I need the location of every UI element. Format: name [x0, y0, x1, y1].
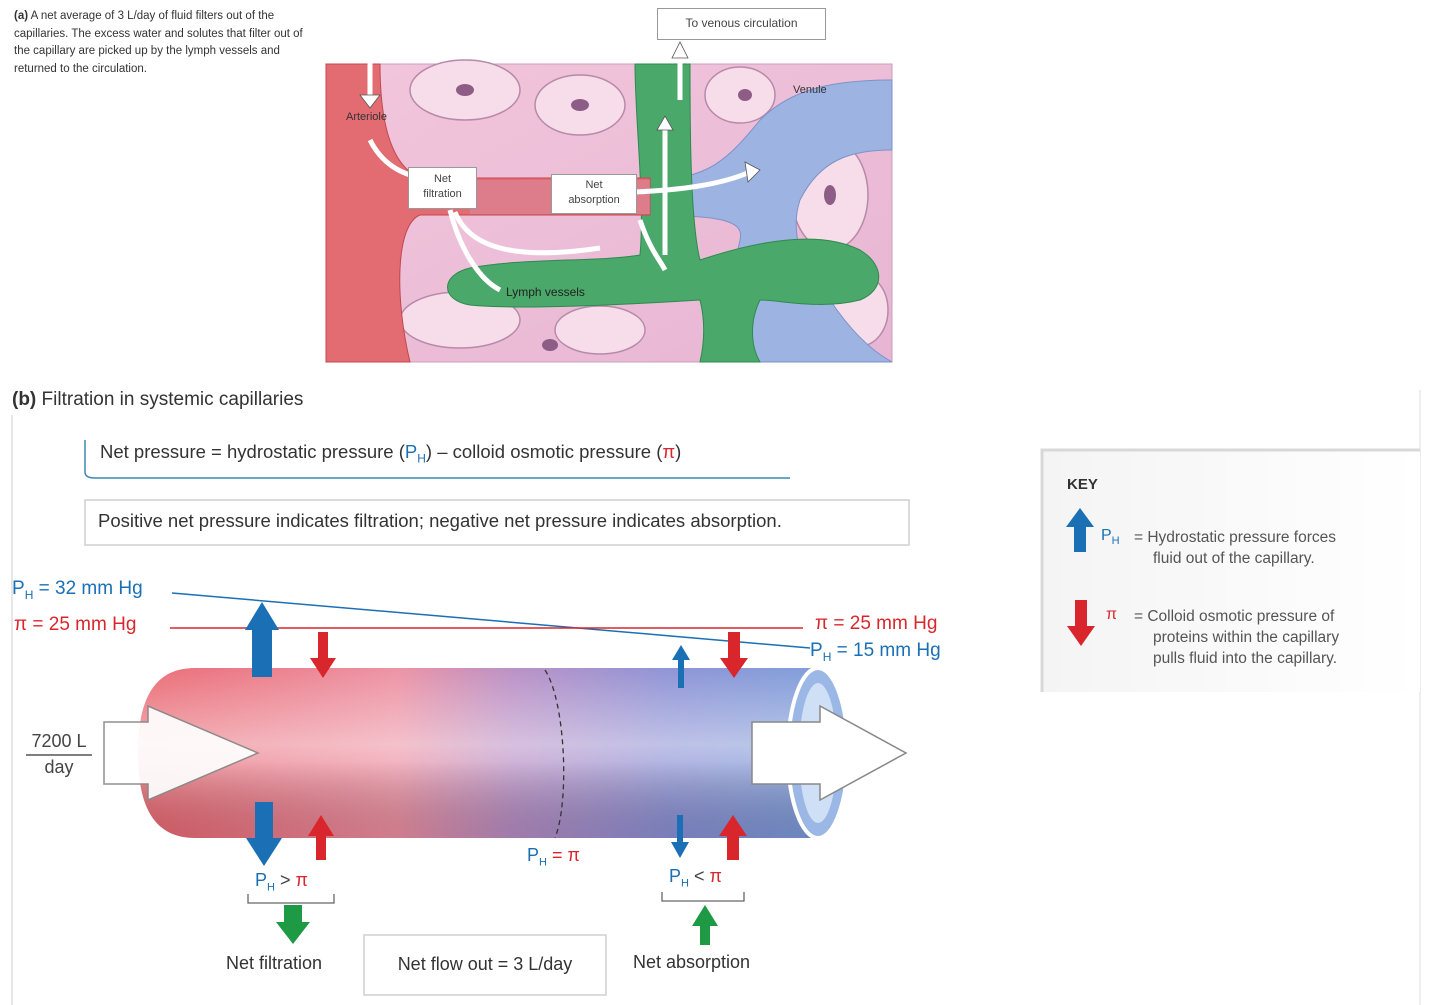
key-ph-desc-line1: = Hydrostatic pressure forces [1134, 529, 1337, 546]
net-absorption-a-line2: absorption [568, 194, 620, 206]
pi-down-arrow-right [720, 632, 748, 678]
formula-ph: PH [404, 441, 426, 466]
note-text: Positive net pressure indicates filtrati… [98, 510, 782, 531]
flow-out-arrow [751, 704, 908, 802]
key-title: KEY [1067, 476, 1098, 493]
ph-down-arrow-large [246, 802, 282, 866]
formula-box-border [84, 440, 790, 479]
key-pi-desc-line3: pulls fluid into the capillary. [1153, 650, 1338, 667]
eq-mid: PH = π [527, 845, 580, 869]
net-absorption-arrow [692, 905, 718, 945]
panel-b-title-text: Filtration in systemic capillaries [41, 389, 304, 410]
formula-pi: π [662, 441, 676, 462]
key-ph-arrow-icon [1066, 508, 1094, 552]
net-pressure-formula: Net pressure = hydrostatic pressure (PH)… [100, 441, 681, 466]
panel-a-arrowheads [359, 41, 761, 183]
eq-right: PH < π [669, 866, 722, 890]
key-box [1042, 450, 1420, 692]
ph-down-arrow-small [671, 815, 689, 858]
ph-left-label: PH = 32 mm Hg [12, 578, 143, 602]
key-pi-desc-line2: proteins within the capillary [1153, 629, 1340, 646]
formula-middle: ) – colloid osmotic pressure ( [425, 441, 663, 462]
net-absorption-box-a: Net absorption [551, 174, 637, 214]
panel-a-caption: (a) A net average of 3 L/day of fluid fi… [14, 8, 314, 78]
ph-right-label: PH = 15 mm Hg [810, 640, 941, 664]
pi-left-label: π = 25 mm Hg [14, 614, 137, 635]
key-pi-description: = Colloid osmotic pressure of proteins w… [1134, 606, 1339, 669]
net-filtration-a-line1: Net [433, 173, 452, 185]
key-ph-symbol: PH [1101, 527, 1120, 548]
venule-label: Venule [793, 84, 827, 96]
arteriole-label: Arteriole [346, 111, 387, 123]
panel-b-label: (b) [12, 389, 37, 410]
net-absorption-a-line1: Net [585, 179, 603, 191]
formula-suffix: ) [675, 441, 682, 462]
net-absorption-label: Net absorption [633, 952, 751, 972]
pi-up-arrow-right [719, 815, 747, 860]
top-pressure-arrows [245, 602, 748, 688]
equilibrium-line [544, 669, 565, 839]
key-pi-desc-line1: = Colloid osmotic pressure of [1134, 608, 1335, 625]
formula-prefix: Net pressure = hydrostatic pressure ( [100, 441, 405, 462]
key-pi-arrow-icon [1067, 600, 1095, 646]
key-ph-desc-line2: fluid out of the capillary. [1153, 550, 1315, 567]
key-box-border [1040, 448, 1420, 692]
bottom-pressure-arrows [246, 802, 747, 866]
bracket-left [247, 894, 335, 904]
ph-line [171, 592, 811, 649]
net-filtration-label: Net filtration [226, 953, 323, 973]
panel-a-label: (a) [14, 10, 29, 22]
panel-b-title: (b) Filtration in systemic capillaries [12, 389, 303, 411]
net-filtration-a-line2: filtration [423, 188, 462, 200]
pi-down-arrow-left [310, 632, 336, 678]
pi-up-arrow-left [308, 815, 334, 860]
bracket-right [661, 892, 745, 902]
net-filtration-box-a: Net filtration [408, 167, 477, 209]
panel-a-caption-text: A net average of 3 L/day of fluid filter… [14, 10, 303, 75]
lymph-vessels-label: Lymph vessels [506, 285, 585, 299]
net-flow-box [363, 934, 607, 996]
note-box [84, 499, 910, 546]
flow-in-arrow [103, 704, 260, 802]
ph-up-arrow-large [245, 602, 279, 677]
key-pi-symbol: π [1106, 606, 1118, 623]
key-ph-description: = Hydrostatic pressure forces fluid out … [1134, 527, 1336, 569]
capillary-tube [138, 666, 850, 840]
flow-in-numerator: 7200 L [31, 731, 87, 751]
ph-up-arrow-small [672, 645, 690, 688]
cell-nuclei [456, 84, 836, 351]
panel-a-flow-arrows [367, 50, 751, 293]
eq-left: PH > π [255, 870, 308, 894]
net-flow-label: Net flow out = 3 L/day [397, 954, 573, 974]
flow-in-denominator: day [44, 757, 74, 777]
pi-right-label: π = 25 mm Hg [815, 613, 938, 634]
net-filtration-arrow [276, 905, 310, 944]
to-venous-label: To venous circulation [657, 8, 826, 40]
